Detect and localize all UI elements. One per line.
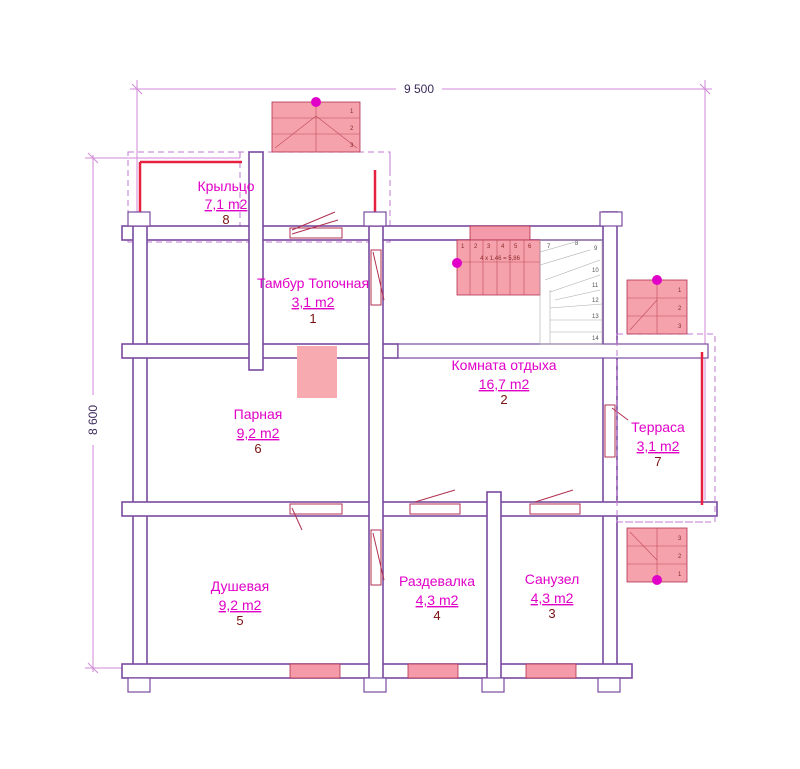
room-area: 7,1 m2 [205, 196, 248, 212]
terrace-top-step-3: 3 [678, 324, 682, 330]
porch-stairs: 1 2 3 [271, 97, 361, 153]
room-number: 2 [500, 392, 507, 407]
windows [289, 225, 577, 679]
door-shower [370, 529, 385, 586]
terrace-top-step-2: 2 [678, 306, 682, 312]
room-bathroom: Санузел 4,3 m2 3 [525, 571, 580, 621]
window-bathroom [525, 663, 577, 679]
stair-step-2: 2 [474, 244, 478, 250]
room-area: 4,3 m2 [416, 592, 459, 608]
stair-step-12: 12 [592, 298, 599, 304]
room-shower: Душевая 9,2 m2 5 [211, 578, 269, 628]
room-name: Парная [234, 406, 283, 422]
window-shower [289, 663, 341, 679]
room-area: 9,2 m2 [219, 597, 262, 613]
room-porch: Крыльцо 7,1 m2 8 [197, 178, 254, 227]
room-area: 4,3 m2 [531, 590, 574, 606]
door-bathroom [529, 489, 581, 515]
stair-step-4: 4 [501, 244, 505, 250]
walls [121, 151, 718, 693]
room-area: 3,1 m2 [292, 294, 335, 310]
terrace-top-stair-marker [652, 275, 662, 285]
room-name: Раздевалка [399, 573, 475, 589]
terrace-bottom-step-2: 2 [678, 554, 682, 560]
room-number: 7 [654, 454, 661, 469]
terrace-bottom-step-3: 3 [678, 536, 682, 542]
winder-stair: 7 8 9 10 11 12 13 14 [539, 239, 603, 345]
door-terrace [604, 404, 629, 458]
stair-step-7: 7 [547, 244, 551, 250]
stair-step-6: 6 [528, 244, 532, 250]
room-steam: Парная 9,2 m2 6 [234, 406, 283, 456]
terrace-bottom-stair-marker [652, 575, 662, 585]
dimension-width-label: 9 500 [404, 82, 434, 96]
stair-step-11: 11 [592, 283, 599, 289]
door-vestibule [370, 249, 385, 306]
porch-stair-marker [311, 97, 321, 107]
window-top [469, 225, 531, 241]
stair-step-5: 5 [514, 244, 518, 250]
stair-step-8: 8 [575, 241, 579, 247]
stove-block [297, 346, 337, 398]
stair-dimension-label: 4 x 1,46 = 5,86 [480, 256, 521, 262]
dimension-top: 9 500 [130, 80, 712, 500]
porch-step-2: 2 [350, 126, 354, 132]
window-changing [407, 663, 459, 679]
room-area: 3,1 m2 [637, 438, 680, 454]
interior-stair: 1 2 3 4 5 6 4 x 1,46 = 5,86 7 8 9 10 11 … [452, 239, 603, 345]
room-number: 1 [309, 311, 316, 326]
stair-step-10: 10 [592, 268, 599, 274]
room-name: Терраса [631, 419, 685, 435]
room-name: Тамбур Топочная [257, 275, 369, 291]
room-lounge: Комната отдыха 16,7 m2 2 [452, 357, 557, 407]
dimension-height-label: 8 600 [86, 405, 100, 435]
interior-stair-marker [452, 258, 462, 268]
room-number: 8 [222, 212, 229, 227]
door-changing [409, 489, 461, 515]
terrace-outline [616, 333, 716, 523]
room-vestibule: Тамбур Топочная 3,1 m2 1 [257, 275, 369, 326]
stair-step-3: 3 [487, 244, 491, 250]
room-number: 4 [433, 608, 440, 623]
room-name: Санузел [525, 571, 580, 587]
room-name: Крыльцо [197, 178, 254, 194]
room-number: 5 [236, 613, 243, 628]
stair-step-13: 13 [592, 314, 599, 320]
room-number: 6 [254, 441, 261, 456]
door-steam [289, 503, 343, 531]
terrace-bottom-step-1: 1 [678, 572, 682, 578]
room-name: Душевая [211, 578, 269, 594]
stair-step-9: 9 [594, 246, 598, 252]
terrace-stairs-bottom: 3 2 1 [626, 527, 688, 585]
room-number: 3 [548, 606, 555, 621]
doors [289, 211, 629, 586]
room-terrace: Терраса 3,1 m2 7 [631, 419, 685, 469]
porch-step-3: 3 [350, 143, 354, 149]
room-area: 9,2 m2 [237, 425, 280, 441]
terrace-top-step-1: 1 [678, 288, 682, 294]
door-entrance [289, 211, 343, 239]
stair-step-14: 14 [592, 336, 599, 342]
room-changing: Раздевалка 4,3 m2 4 [399, 573, 475, 623]
terrace-stairs-top: 1 2 3 [626, 275, 688, 335]
stair-step-1: 1 [461, 244, 465, 250]
room-name: Комната отдыха [452, 357, 557, 373]
room-area: 16,7 m2 [479, 376, 530, 392]
dimension-left: 8 600 [84, 152, 240, 674]
porch-step-1: 1 [350, 109, 354, 115]
